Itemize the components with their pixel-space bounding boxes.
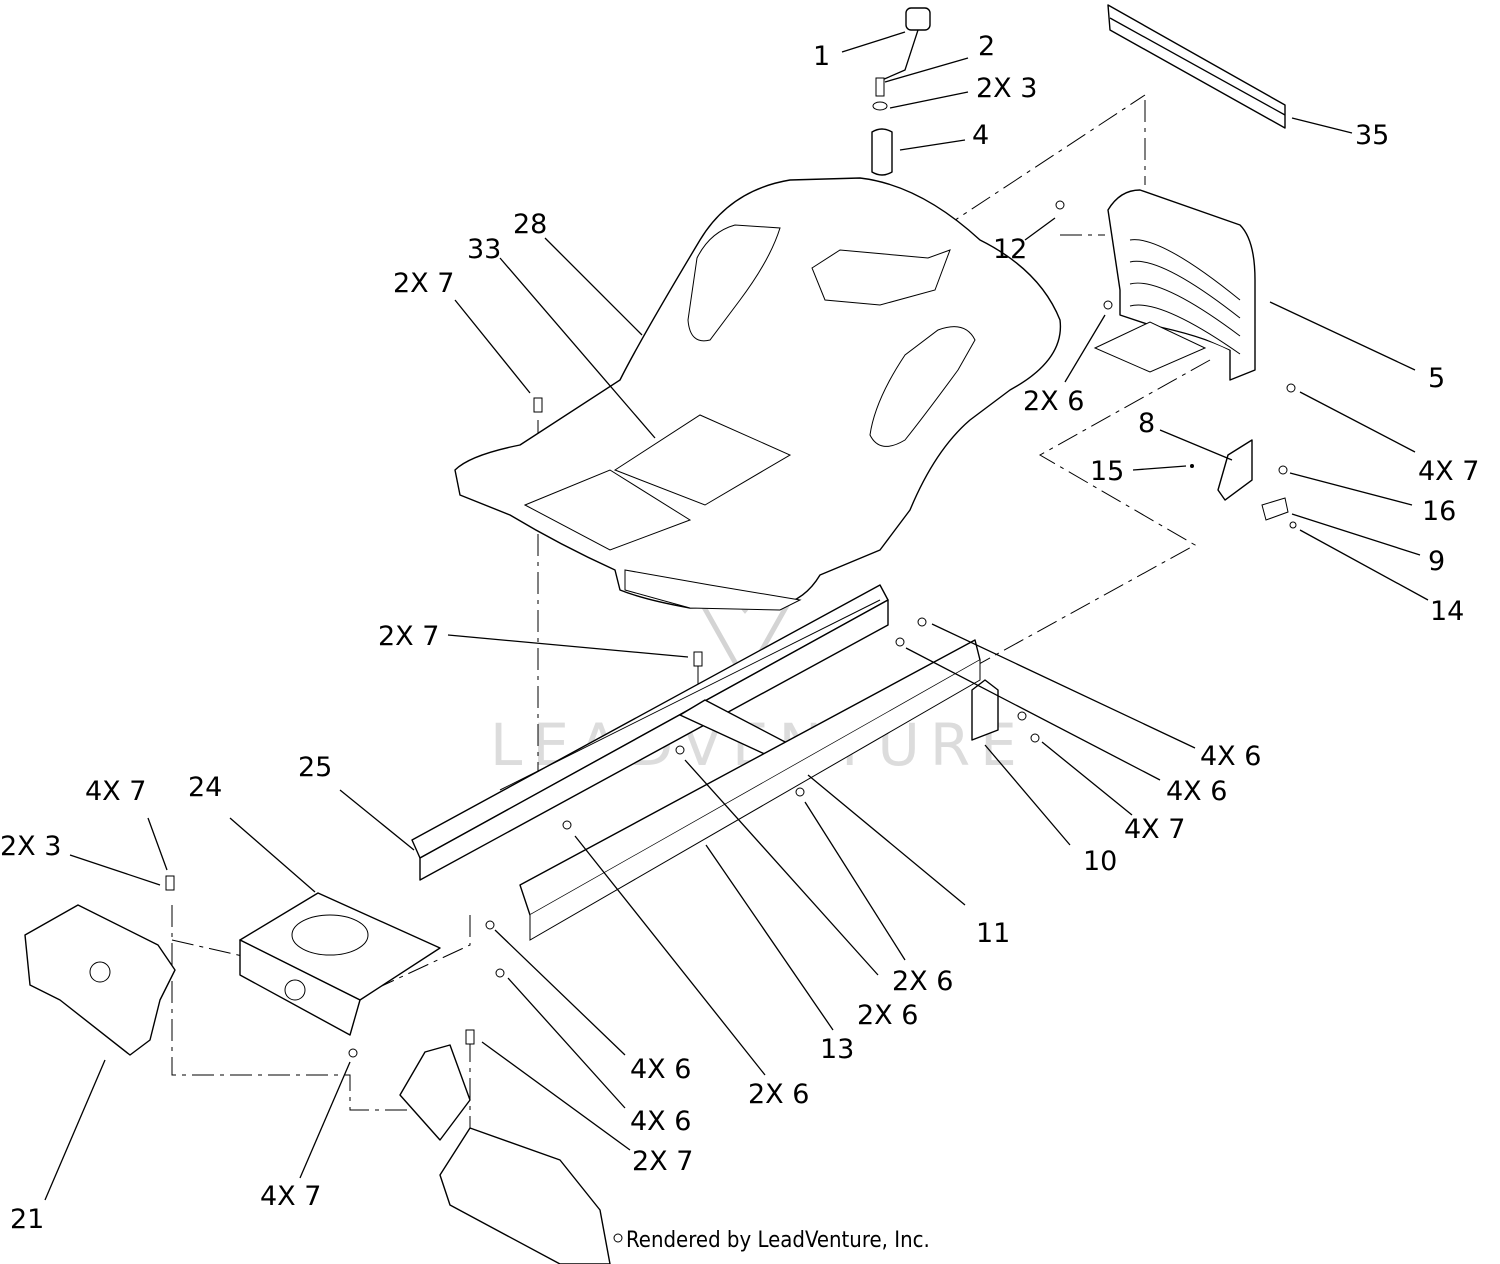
callout-21: 21 xyxy=(10,1204,44,1235)
part-engine-plate xyxy=(239,892,441,1036)
part-rear-cover xyxy=(1093,189,1256,381)
part-fender-deck xyxy=(454,177,1062,611)
leader-lines xyxy=(44,31,1429,1201)
callout-33: 33 xyxy=(467,234,501,265)
callout-4x6-d: 4X 6 xyxy=(630,1106,691,1137)
part-frame-rail xyxy=(411,584,889,881)
callout-labels: 1 2 2X 3 4 35 28 33 2X 7 12 5 2X 6 4X 7 … xyxy=(0,31,1479,1235)
callout-10: 10 xyxy=(1083,846,1117,877)
callout-2: 2 xyxy=(978,31,995,62)
callout-14: 14 xyxy=(1430,596,1464,627)
callout-35: 35 xyxy=(1355,120,1389,151)
callout-16: 16 xyxy=(1422,496,1456,527)
callout-11: 11 xyxy=(976,918,1010,949)
hardware-bolts xyxy=(165,200,1296,1243)
callout-2x6-cover: 2X 6 xyxy=(1023,386,1084,417)
part-trim-strip xyxy=(1107,4,1286,129)
callout-2x7-frame: 2X 7 xyxy=(378,621,439,652)
callout-13: 13 xyxy=(820,1034,854,1065)
callout-12: 12 xyxy=(993,234,1027,265)
part-front-shield xyxy=(24,904,176,1056)
callout-4x7-bottom: 4X 7 xyxy=(260,1181,321,1212)
callout-2x6-a: 2X 6 xyxy=(892,966,953,997)
callout-15: 15 xyxy=(1090,456,1124,487)
part-shift-lever xyxy=(871,7,931,176)
callout-4x7-bracket: 4X 7 xyxy=(1124,814,1185,845)
part-frame-rail-left xyxy=(519,639,981,941)
callout-4: 4 xyxy=(972,120,989,151)
part-front-guard xyxy=(399,1044,611,1264)
callout-24: 24 xyxy=(188,772,222,803)
callout-2x6-c: 2X 6 xyxy=(748,1079,809,1110)
callout-2x7-guard: 2X 7 xyxy=(632,1146,693,1177)
callout-25: 25 xyxy=(298,752,332,783)
part-mount-bracket xyxy=(971,679,999,741)
callout-9: 9 xyxy=(1428,546,1445,577)
callout-4x6-c: 4X 6 xyxy=(630,1054,691,1085)
render-credit: Rendered by LeadVenture, Inc. xyxy=(626,1228,930,1253)
callout-4x6-a: 4X 6 xyxy=(1200,741,1261,772)
callout-28: 28 xyxy=(513,209,547,240)
callout-2x6-b: 2X 6 xyxy=(857,1000,918,1031)
callout-1: 1 xyxy=(813,41,830,72)
callout-2x3-left: 2X 3 xyxy=(0,831,61,862)
callout-8: 8 xyxy=(1138,408,1155,439)
part-switch-bracket xyxy=(1190,439,1297,529)
callout-4x7-cover: 4X 7 xyxy=(1418,456,1479,487)
callout-5: 5 xyxy=(1428,363,1445,394)
callout-2x3: 2X 3 xyxy=(976,73,1037,104)
callout-4x6-b: 4X 6 xyxy=(1166,776,1227,807)
callout-4x7-left: 4X 7 xyxy=(85,776,146,807)
callout-2x7-top: 2X 7 xyxy=(393,268,454,299)
